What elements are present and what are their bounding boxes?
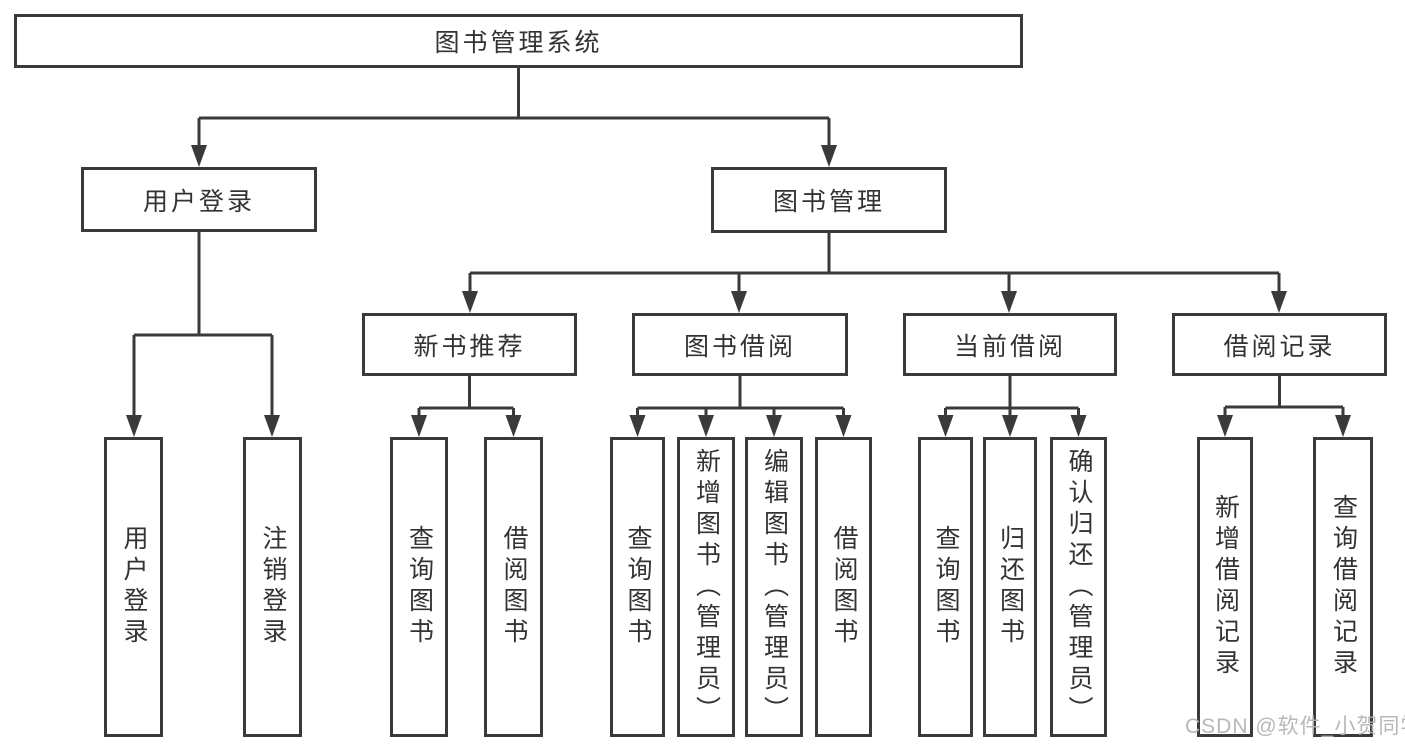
- arrow-down-icon: [1335, 415, 1351, 437]
- leaf-label: 查询图书: [932, 525, 960, 649]
- arrow-down-icon: [1271, 291, 1287, 313]
- leaf-add-borrow-record: 新增借阅记录: [1197, 437, 1253, 737]
- arrow-down-icon: [835, 415, 852, 437]
- leaf-label: 编辑图书（管理员）: [760, 447, 789, 727]
- arrow-down-icon: [505, 415, 522, 437]
- leaf-borrow-books-1: 借阅图书: [484, 437, 543, 737]
- arrow-down-icon: [766, 415, 782, 437]
- arrow-down-icon: [1070, 415, 1087, 437]
- arrow-down-icon: [126, 415, 142, 437]
- leaf-label: 注销登录: [259, 525, 287, 649]
- arrowhead-icons: [126, 145, 1351, 437]
- leaf-label: 查询图书: [624, 525, 652, 649]
- node-user-login: 用户登录: [81, 167, 317, 232]
- node-book-borrowing: 图书借阅: [632, 313, 848, 376]
- arrow-down-icon: [937, 415, 954, 437]
- arrow-down-icon: [629, 415, 646, 437]
- leaf-query-borrow-record: 查询借阅记录: [1313, 437, 1373, 737]
- leaf-label: 用户登录: [120, 525, 148, 649]
- node-book-management: 图书管理: [711, 167, 947, 233]
- connector-lines: [132, 68, 1345, 420]
- leaf-label: 确认归还（管理员）: [1065, 447, 1093, 727]
- arrow-down-icon: [411, 415, 427, 437]
- leaf-query-books-2: 查询图书: [610, 437, 665, 737]
- node-library-management-system: 图书管理系统: [14, 14, 1023, 68]
- node-borrowing-records: 借阅记录: [1172, 313, 1387, 376]
- arrow-down-icon: [264, 415, 280, 437]
- leaf-user-login: 用户登录: [104, 437, 163, 737]
- arrow-down-icon: [1002, 415, 1018, 437]
- leaf-label: 新增图书（管理员）: [692, 447, 721, 727]
- arrow-down-icon: [698, 415, 714, 437]
- leaf-edit-books-admin: 编辑图书（管理员）: [745, 437, 803, 737]
- arrow-down-icon: [1001, 291, 1017, 313]
- leaf-label: 查询图书: [405, 525, 434, 649]
- arrow-down-icon: [821, 145, 837, 167]
- leaf-label: 归还图书: [996, 525, 1025, 649]
- arrow-down-icon: [1217, 415, 1233, 437]
- leaf-add-books-admin: 新增图书（管理员）: [677, 437, 735, 737]
- leaf-return-books: 归还图书: [983, 437, 1037, 737]
- leaf-label: 查询借阅记录: [1329, 494, 1358, 680]
- arrow-down-icon: [731, 291, 747, 313]
- leaf-label: 借阅图书: [500, 525, 528, 649]
- leaf-label: 新增借阅记录: [1211, 494, 1240, 680]
- leaf-borrow-books-2: 借阅图书: [815, 437, 872, 737]
- arrow-down-icon: [191, 145, 207, 167]
- leaf-logout: 注销登录: [243, 437, 302, 737]
- node-new-book-recommendation: 新书推荐: [362, 313, 577, 376]
- arrow-down-icon: [462, 291, 478, 313]
- leaf-query-books-1: 查询图书: [390, 437, 448, 737]
- leaf-label: 借阅图书: [830, 525, 858, 649]
- node-current-borrowing: 当前借阅: [903, 313, 1117, 376]
- csdn-watermark: CSDN @软件_小贺同学: [1185, 715, 1405, 738]
- leaf-query-books-3: 查询图书: [918, 437, 973, 737]
- leaf-confirm-return-admin: 确认归还（管理员）: [1050, 437, 1107, 737]
